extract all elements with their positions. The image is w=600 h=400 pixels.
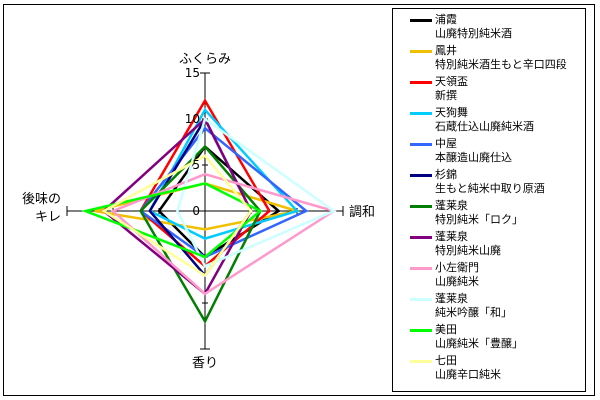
tick-label: 5 <box>192 158 200 172</box>
legend-label: 美田山廃純米「豊醸」 <box>435 323 523 351</box>
legend-label: 中屋本醸造山廃仕込 <box>435 137 512 165</box>
legend-item: 浦霞山廃特別純米酒 <box>393 13 583 41</box>
legend-item: 天領盃新撰 <box>393 75 583 103</box>
legend-item: 蓬莱泉特別純米山廃 <box>393 230 583 258</box>
legend-label: 天領盃新撰 <box>435 75 468 103</box>
legend-name: 天狗舞 <box>435 106 468 119</box>
legend-item: 鳳井特別純米酒生もと辛口四段 <box>393 44 583 72</box>
legend-name: 杉錦 <box>435 168 457 181</box>
tick-label: 15 <box>185 66 200 80</box>
legend-item: 中屋本醸造山廃仕込 <box>393 137 583 165</box>
legend-label: 杉錦生もと純米中取り原酒 <box>435 168 545 196</box>
legend-item: 蓬莱泉特別純米「ロク」 <box>393 199 583 227</box>
legend-label: 浦霞山廃特別純米酒 <box>435 13 512 41</box>
legend-label: 蓬莱泉純米吟醸「和」 <box>435 292 512 320</box>
legend-subname: 山廃辛口純米 <box>435 368 501 381</box>
legend-name: 蓬莱泉 <box>435 230 468 243</box>
legend-swatch <box>410 174 432 177</box>
legend-swatch <box>410 112 432 115</box>
tick-label: 10 <box>185 112 200 126</box>
legend-swatch <box>410 81 432 84</box>
axes-layer <box>66 72 344 350</box>
legend-swatch <box>410 329 432 332</box>
legend-subname: 生もと純米中取り原酒 <box>435 182 545 195</box>
legend-subname: 本醸造山廃仕込 <box>435 151 512 164</box>
legend-name: 天領盃 <box>435 75 468 88</box>
legend-swatch <box>410 50 432 53</box>
legend-swatch <box>410 236 432 239</box>
legend-label: 天狗舞石蔵仕込山廃純米酒 <box>435 106 534 134</box>
series-polygon-2 <box>94 182 298 231</box>
axis-label-fukurami: ふくらみ <box>179 52 231 67</box>
legend-item: 杉錦生もと純米中取り原酒 <box>393 168 583 196</box>
series-polygon-10 <box>176 116 337 268</box>
legend-name: 蓬莱泉 <box>435 199 468 212</box>
legend-swatch <box>410 143 432 146</box>
legend-item: 美田山廃純米「豊醸」 <box>393 323 583 351</box>
legend-item: 小左衛門山廃純米 <box>393 261 583 289</box>
legend-subname: 純米吟醸「和」 <box>435 306 512 319</box>
legend-subname: 特別純米「ロク」 <box>435 213 523 226</box>
legend-item: 七田山廃辛口純米 <box>393 354 583 382</box>
legend-label: 鳳井特別純米酒生もと辛口四段 <box>435 44 567 72</box>
legend-subname: 山廃純米 <box>435 275 479 288</box>
legend-swatch <box>410 360 432 363</box>
legend-name: 蓬莱泉 <box>435 292 468 305</box>
legend-subname: 特別純米山廃 <box>435 244 501 257</box>
legend-label: 小左衛門山廃純米 <box>435 261 479 289</box>
legend-subname: 新撰 <box>435 89 457 102</box>
legend-label: 蓬莱泉特別純米山廃 <box>435 230 501 258</box>
legend-swatch <box>410 205 432 208</box>
legend-subname: 山廃特別純米酒 <box>435 27 512 40</box>
legend-name: 鳳井 <box>435 44 457 57</box>
legend-name: 浦霞 <box>435 13 457 26</box>
legend-swatch <box>410 267 432 270</box>
axis-label-kaori: 香り <box>192 356 218 371</box>
legend-swatch <box>410 19 432 22</box>
legend-label: 七田山廃辛口純米 <box>435 354 501 382</box>
series-polygon-7 <box>139 144 262 325</box>
legend: 浦霞山廃特別純米酒鳳井特別純米酒生もと辛口四段天領盃新撰天狗舞石蔵仕込山廃純米酒… <box>392 8 586 392</box>
series-layer <box>81 98 337 325</box>
legend-name: 七田 <box>435 354 457 367</box>
legend-label: 蓬莱泉特別純米「ロク」 <box>435 199 523 227</box>
legend-swatch <box>410 298 432 301</box>
legend-item: 蓬莱泉純米吟醸「和」 <box>393 292 583 320</box>
axis-label-atoaji: 後味のキレ <box>22 192 61 225</box>
legend-subname: 山廃純米「豊醸」 <box>435 337 523 350</box>
legend-name: 美田 <box>435 323 457 336</box>
legend-subname: 石蔵仕込山廃純米酒 <box>435 120 534 133</box>
tick-label: 0 <box>192 204 200 218</box>
axis-label-chouwa: 調和 <box>349 205 375 220</box>
legend-subname: 特別純米酒生もと辛口四段 <box>435 58 567 71</box>
series-polygon-11 <box>81 182 263 259</box>
legend-name: 小左衛門 <box>435 261 479 274</box>
legend-name: 中屋 <box>435 137 457 150</box>
series-polygon-12 <box>101 154 253 278</box>
legend-item: 天狗舞石蔵仕込山廃純米酒 <box>393 106 583 134</box>
